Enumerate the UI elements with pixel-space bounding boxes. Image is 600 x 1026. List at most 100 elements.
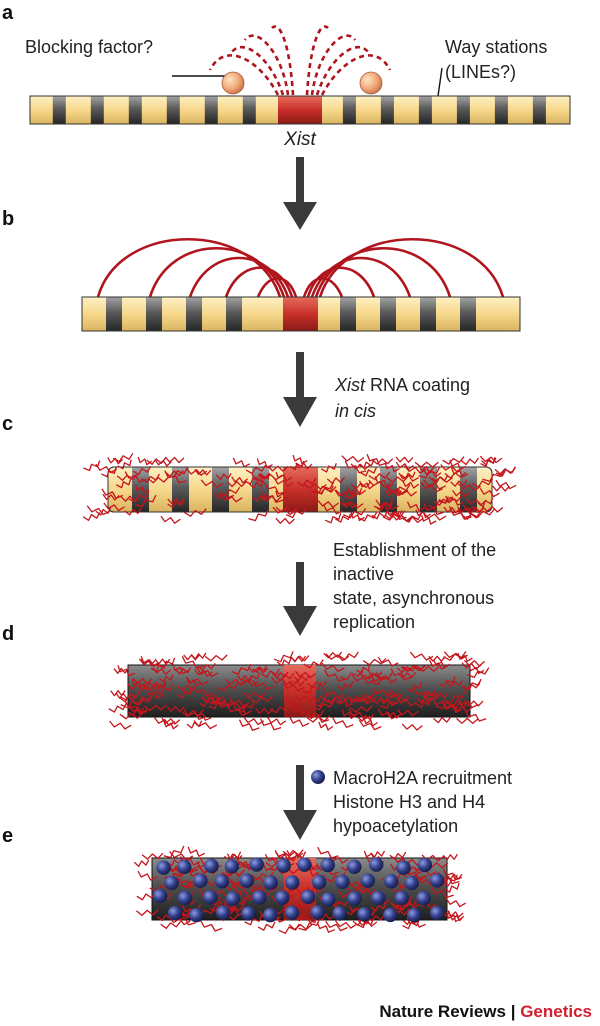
histone-sphere-icon xyxy=(193,873,208,888)
rna-squiggle xyxy=(329,854,349,864)
rna-squiggle xyxy=(101,488,124,499)
histone-sphere-icon xyxy=(347,859,362,874)
histone-sphere-icon xyxy=(321,892,336,907)
rna-squiggle xyxy=(293,914,318,924)
rna-squiggle xyxy=(197,662,216,671)
rna-squiggle xyxy=(160,515,181,524)
rna-squiggle xyxy=(444,690,466,704)
rna-squiggle xyxy=(358,719,382,731)
dark-band xyxy=(166,96,180,124)
rna-squiggle xyxy=(357,918,374,929)
rna-squiggle xyxy=(311,481,335,494)
establishment-caption-4: replication xyxy=(333,612,415,632)
rna-squiggle xyxy=(348,708,372,720)
rna-squiggle xyxy=(108,703,127,713)
rna-squiggle xyxy=(341,709,357,720)
rna-squiggle xyxy=(211,697,228,708)
panel-d-letter: d xyxy=(2,623,14,645)
panel-e-letter: e xyxy=(2,825,13,847)
rna-squiggle xyxy=(323,651,343,659)
rna-squiggle xyxy=(386,475,409,483)
dark-band xyxy=(146,297,162,331)
rna-squiggle xyxy=(413,687,436,700)
rna-squiggle xyxy=(242,692,266,699)
rna-squiggle xyxy=(470,508,495,518)
rna-squiggle xyxy=(448,914,465,922)
rna-squiggle xyxy=(362,657,387,666)
rna-squiggle xyxy=(192,685,214,697)
rna-squiggle xyxy=(341,455,365,463)
rna-squiggle xyxy=(318,721,334,731)
rna-squiggle xyxy=(135,909,159,917)
rna-squiggle xyxy=(134,494,157,508)
rna-squiggle xyxy=(303,659,324,669)
rna-squiggle xyxy=(327,697,343,705)
rna-squiggle xyxy=(103,502,125,512)
rna-squiggle xyxy=(481,505,504,513)
histone-sphere-icon xyxy=(311,874,327,890)
rna-squiggle xyxy=(263,481,287,495)
rna-squiggle xyxy=(294,695,316,702)
credit-separator: | xyxy=(505,1002,521,1021)
rna-squiggle xyxy=(398,472,420,482)
rna-squiggle xyxy=(126,683,148,691)
histone-caption: Histone H3 and H4 xyxy=(333,792,485,812)
in-cis-caption: in cis xyxy=(335,401,376,421)
panel-b-letter: b xyxy=(2,208,14,230)
rna-squiggle xyxy=(335,489,360,497)
histone-sphere-icon xyxy=(203,890,218,905)
histone-sphere-icon xyxy=(252,890,267,905)
dark-band xyxy=(380,96,394,124)
rna-squiggle xyxy=(326,476,346,484)
dark-band xyxy=(242,96,256,124)
rna-squiggle xyxy=(177,688,192,699)
rna-squiggle xyxy=(463,659,486,667)
histone-sphere-icon xyxy=(396,860,411,875)
rna-squiggle xyxy=(306,680,328,688)
rna-squiggle xyxy=(288,923,313,931)
rna-squiggle xyxy=(163,845,185,859)
rna-squiggle xyxy=(422,511,447,521)
xist-band xyxy=(283,297,318,331)
rna-squiggle xyxy=(82,512,101,521)
rna-squiggle xyxy=(447,910,464,918)
rna-squiggle xyxy=(199,697,215,708)
rna-squiggle xyxy=(358,459,375,469)
histone-sphere-icon xyxy=(285,875,300,890)
rna-squiggle xyxy=(379,696,400,709)
rna-squiggle xyxy=(154,683,174,695)
rna-squiggle xyxy=(254,707,274,715)
rna-squiggle xyxy=(245,464,266,475)
rna-squiggle xyxy=(273,477,294,487)
journal-credit: Nature Reviews | Genetics xyxy=(379,1002,592,1022)
panel-a-letter: a xyxy=(2,2,14,24)
rna-squiggle xyxy=(166,466,189,479)
rna-squiggle xyxy=(217,682,239,692)
rna-squiggle xyxy=(190,652,207,660)
rna-squiggle xyxy=(377,708,399,720)
rna-squiggle xyxy=(117,665,136,677)
macroh2a-legend-icon xyxy=(311,770,325,784)
rna-squiggle xyxy=(338,651,359,661)
rna-squiggle xyxy=(248,480,265,489)
chromosome-b xyxy=(81,296,521,332)
rna-squiggle xyxy=(145,688,164,699)
rna-squiggle xyxy=(288,680,305,687)
rna-squiggle xyxy=(482,469,505,482)
xist-band xyxy=(283,467,318,512)
rna-squiggle xyxy=(344,488,363,500)
down-arrow-icon xyxy=(283,765,317,840)
rna-squiggle xyxy=(347,887,369,895)
macroh2a-histones xyxy=(152,857,445,923)
dark-band xyxy=(380,297,396,331)
rna-coat-c xyxy=(82,453,517,525)
rna-squiggle xyxy=(229,697,250,707)
rna-squiggle xyxy=(289,460,305,471)
histone-sphere-icon xyxy=(300,889,316,905)
rna-squiggle xyxy=(298,918,321,931)
rna-squiggle xyxy=(457,506,476,515)
rna-squiggle xyxy=(238,719,260,731)
dark-band xyxy=(460,467,477,512)
rna-squiggle xyxy=(302,682,322,694)
histone-sphere-icon xyxy=(383,907,398,923)
